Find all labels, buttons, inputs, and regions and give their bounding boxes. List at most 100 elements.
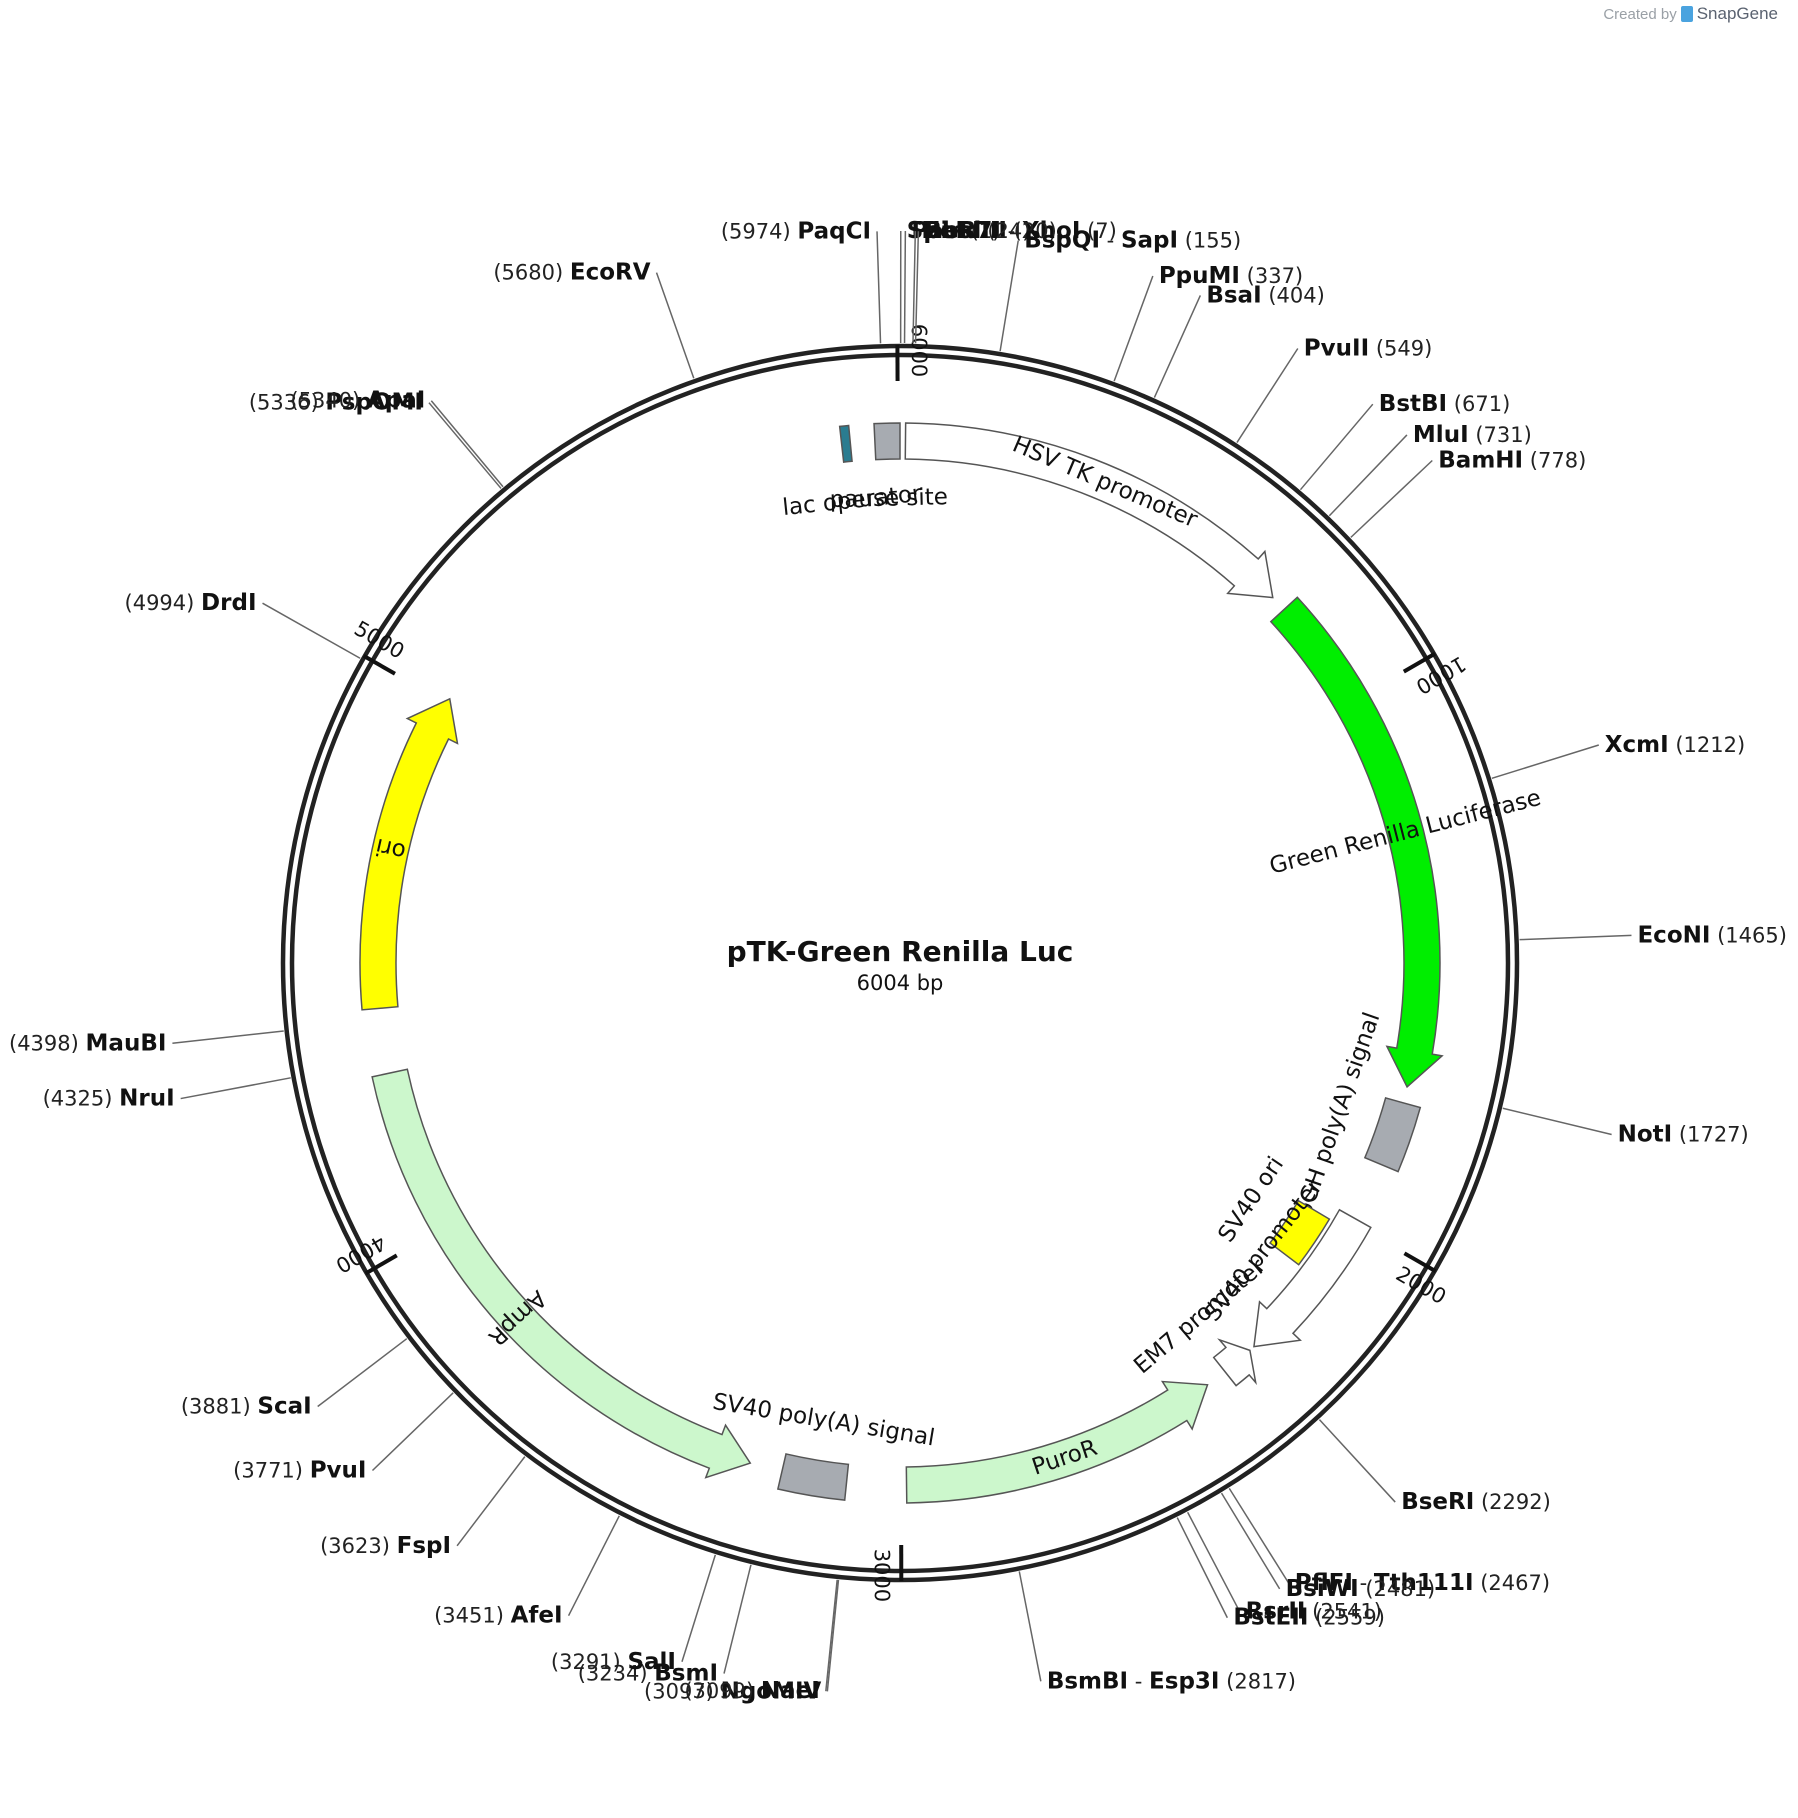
site-separator: - <box>1353 1571 1374 1595</box>
site-leader-line <box>1328 434 1408 517</box>
site-position: (4994) <box>125 591 195 615</box>
site-leader-line <box>681 1554 717 1663</box>
site-leader-line <box>1299 403 1374 491</box>
site-leader-line <box>826 1579 840 1692</box>
site-leader-line <box>1502 1107 1612 1136</box>
feature-label-sv40-poly-a-signal: SV40 poly(A) signal <box>711 1389 937 1452</box>
site-name: NruI <box>119 1086 175 1112</box>
site-name: PspOMI <box>325 390 423 416</box>
site-gap <box>1469 423 1476 447</box>
site-label: BseRI (2292) <box>1401 1489 1551 1515</box>
site-name: AfeI <box>511 1603 563 1629</box>
feature-green-renilla-luciferase <box>1269 596 1444 1089</box>
site-name: BspQI <box>1024 228 1100 254</box>
site-name: EcoNI <box>1637 922 1710 948</box>
site-leader-line <box>1220 1492 1281 1590</box>
site-leader-line <box>317 1338 408 1408</box>
site-label: (3099) NaeI <box>684 1678 819 1704</box>
site-position: (5340) <box>290 389 360 413</box>
site-label: PflFI - Tth111I (2467) <box>1295 1570 1550 1596</box>
site-position: (4398) <box>9 1031 79 1055</box>
site-leader-line <box>903 231 907 344</box>
site-separator: - <box>1100 229 1121 253</box>
site-gap <box>1359 1577 1366 1601</box>
site-name: FspI <box>397 1533 451 1559</box>
site-name: BsmI <box>654 1661 718 1687</box>
credit-brand: SnapGene <box>1696 4 1778 23</box>
site-label: (5340) ApaI <box>290 388 425 414</box>
plasmid-name: pTK-Green Renilla Luc <box>727 935 1074 968</box>
site-label: BspQI - SapI (155) <box>1024 228 1241 254</box>
site-name: NgoMIV <box>721 1678 822 1704</box>
site-position: (2559) <box>1315 1606 1385 1630</box>
site-name: HindIII <box>921 218 1007 244</box>
site-position: (1727) <box>1679 1123 1749 1147</box>
snapgene-logo-icon <box>1680 6 1693 22</box>
site-leader-line <box>1318 1419 1396 1503</box>
feature-hsv-tk-promoter <box>904 422 1274 599</box>
feature-label-ori: ori <box>373 833 408 865</box>
site-leader-line <box>180 1077 291 1100</box>
site-label: BamHI (778) <box>1438 448 1586 474</box>
feature-bgh-poly-a-signal <box>1363 1097 1422 1173</box>
site-position: (2541) <box>1312 1599 1382 1623</box>
site-label: (3881) ScaI <box>181 1394 312 1420</box>
site-position: (404) <box>1268 283 1324 307</box>
site-leader-line <box>1228 1487 1290 1584</box>
site-label: (3771) PvuI <box>233 1457 366 1483</box>
site-label: (5336) PspOMI <box>249 390 423 416</box>
site-position: (155) <box>1185 229 1241 253</box>
site-label: RsrII (2541) <box>1246 1598 1382 1624</box>
site-gap <box>1672 1123 1679 1147</box>
site-label: BsmBI - Esp3I (2817) <box>1047 1668 1296 1694</box>
site-gap <box>1474 1490 1481 1514</box>
tick-label: 2000 <box>1392 1262 1450 1309</box>
site-position: (2467) <box>1480 1571 1550 1595</box>
site-position: (2481) <box>1365 1577 1435 1601</box>
site-position: (1465) <box>1717 923 1787 947</box>
site-gap <box>1262 283 1269 307</box>
site-leader-line <box>1176 1517 1228 1619</box>
site-label: (5680) EcoRV <box>493 260 650 286</box>
site-position: (337) <box>1247 264 1303 288</box>
site-name: NotI <box>1618 1122 1673 1148</box>
site-gap <box>754 1679 761 1703</box>
site-name: BstEII <box>1233 1605 1308 1631</box>
site-name: ApaI <box>367 388 425 414</box>
site-position: (1) <box>971 219 1001 243</box>
site-gap <box>1369 337 1376 361</box>
site-leader-line <box>723 1564 752 1674</box>
tick-label: 3000 <box>870 1549 894 1603</box>
site-name: SalI <box>627 1649 676 1675</box>
feature-label-pause-site: pause site <box>829 484 948 513</box>
site-label: (4994) DrdI <box>125 590 257 616</box>
site-name: ScaI <box>257 1394 311 1420</box>
site-label: (3234) BsmI <box>578 1661 718 1687</box>
site-gap <box>1178 229 1185 253</box>
site-name: PaeR7I <box>911 218 1001 244</box>
site-name: MauBI <box>86 1030 167 1056</box>
site-name: PvuI <box>310 1457 367 1483</box>
site-leader-line <box>456 1456 526 1547</box>
site-leader-line <box>1186 1511 1241 1612</box>
site-label: PaeR7I - XhoI (7) <box>911 218 1116 244</box>
site-label: (4325) NruI <box>43 1086 175 1112</box>
site-leader-line <box>912 231 917 344</box>
site-position: (3881) <box>181 1395 251 1419</box>
site-name: BamHI <box>1438 448 1523 474</box>
site-name: PpuMI <box>1159 263 1240 289</box>
site-leader-line <box>567 1515 620 1617</box>
site-leader-line <box>999 240 1019 352</box>
snapgene-credit: Created by SnapGene <box>1603 4 1778 24</box>
site-gap <box>791 219 798 243</box>
feature-ori <box>359 697 459 1011</box>
site-label: (3623) FspI <box>320 1533 451 1559</box>
site-position: (3451) <box>434 1604 504 1628</box>
site-gap <box>1669 733 1676 757</box>
site-position: (549) <box>1376 337 1432 361</box>
site-leader-line <box>1018 1571 1042 1682</box>
credit-prefix: Created by <box>1603 5 1677 23</box>
site-name: DrdI <box>201 590 256 616</box>
plasmid-size: 6004 bp <box>857 971 944 995</box>
site-name: RsrII <box>1246 1598 1306 1624</box>
